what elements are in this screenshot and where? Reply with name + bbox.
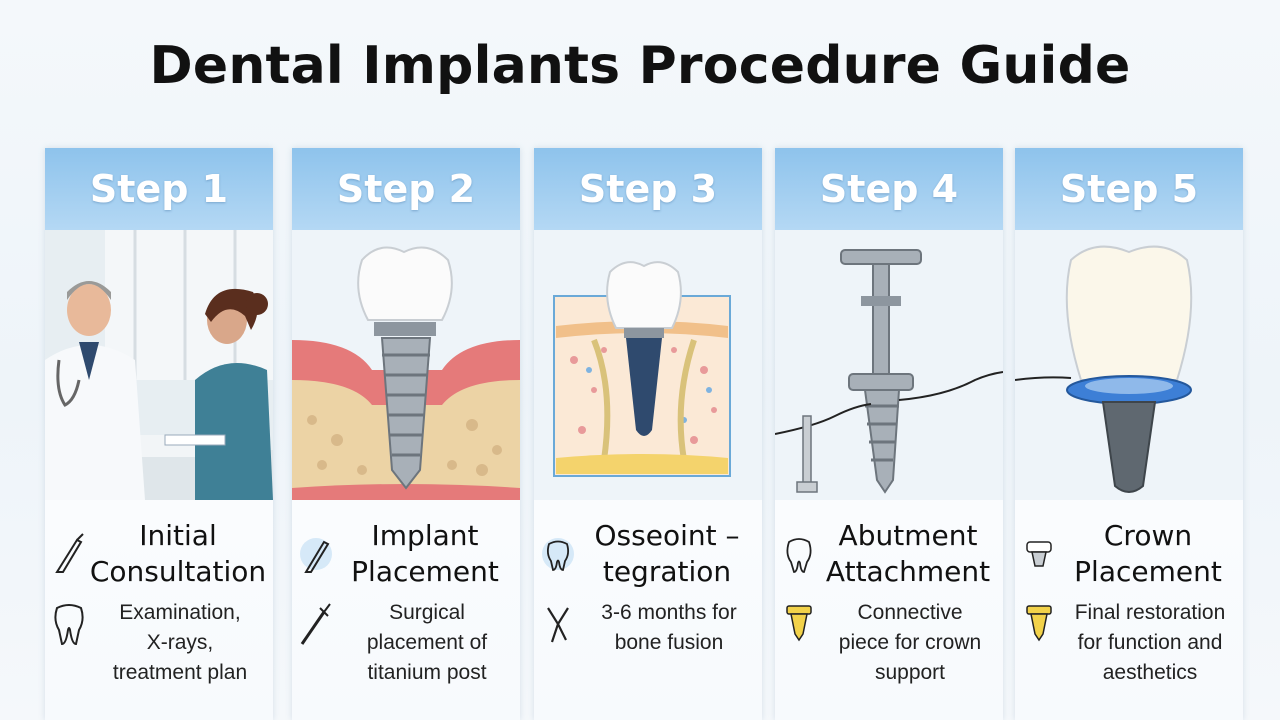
step-card-4: Step 4 Abutment Attachment	[775, 148, 1003, 720]
abutment-icon	[786, 605, 812, 642]
consultation-scene-image	[45, 230, 273, 500]
step-card-1: Step 1 Initia	[45, 148, 273, 720]
step-card-2: Step 2	[292, 148, 520, 720]
scalpel-icon	[300, 538, 332, 573]
implant-placement-illustration	[292, 230, 520, 500]
step-description: Final restoration for function and aesth…	[1019, 598, 1241, 694]
consultation-illustration	[45, 230, 273, 500]
step-header: Step 2	[292, 148, 520, 230]
step-description: Connective piece for crown support	[779, 598, 1001, 694]
abutment-attachment-illustration	[775, 230, 1003, 500]
dental-tool-icon	[300, 603, 331, 645]
step-title: Abutment Attachment	[781, 514, 999, 594]
tooth-icon	[54, 604, 84, 646]
step-header: Step 3	[534, 148, 762, 230]
step-card-3: Step 3 Osseo	[534, 148, 762, 720]
step-title: Initial Consultation	[51, 514, 269, 594]
implant-in-jaw-image	[292, 230, 520, 500]
step-description: Examination, X-rays, treatment plan	[49, 598, 271, 694]
step-description: Surgical placement of titanium post	[296, 598, 518, 694]
step-title: Implant Placement	[298, 514, 516, 594]
step-title: Crown Placement	[1021, 514, 1239, 594]
osseointegration-illustration	[534, 230, 762, 500]
page-title: Dental Implants Procedure Guide	[149, 36, 1131, 96]
step-description: 3-6 months for bone fusion	[538, 598, 760, 694]
scalpel-icon	[55, 533, 84, 573]
abutment-icon	[1026, 605, 1052, 642]
bone-icon	[547, 607, 569, 643]
crown-icon	[1026, 541, 1052, 567]
crown-placement-illustration	[1015, 230, 1243, 500]
step-title: Osseoint – tegration	[540, 514, 758, 594]
step-header: Step 4	[775, 148, 1003, 230]
tooth-icon	[786, 538, 812, 573]
step-header: Step 5	[1015, 148, 1243, 230]
step-header: Step 1	[45, 148, 273, 230]
tooth-icon	[542, 538, 574, 571]
implant-bone-fusion-image	[534, 230, 762, 500]
abutment-screw-image	[775, 230, 1003, 500]
crown-on-implant-image	[1015, 230, 1243, 500]
step-card-5: Step 5 Crown Placement Final restoration…	[1015, 148, 1243, 720]
